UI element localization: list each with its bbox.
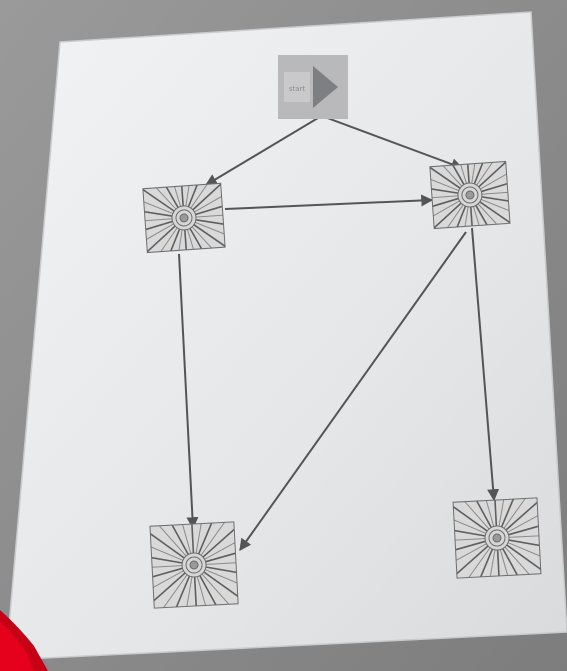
- start-node-text: start: [289, 85, 306, 93]
- start-node: start: [278, 55, 348, 119]
